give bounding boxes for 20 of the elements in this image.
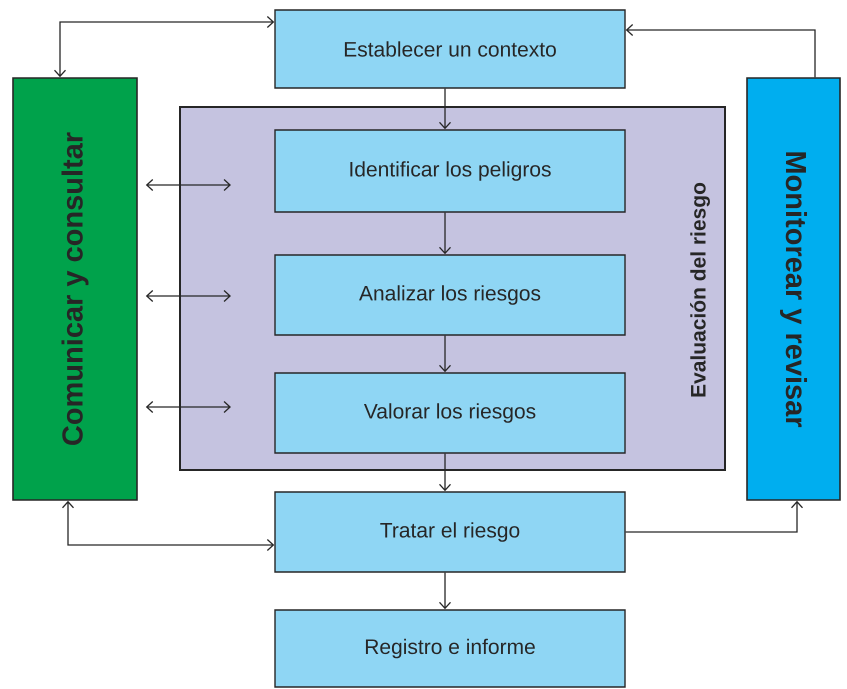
process-box: Identificar los peligros	[274, 129, 626, 213]
process-box: Analizar los riesgos	[274, 254, 626, 336]
process-box: Registro e informe	[274, 609, 626, 688]
arrow	[626, 500, 803, 533]
process-box: Tratar el riesgo	[274, 491, 626, 573]
arrow	[146, 290, 231, 302]
side-band: Monitorear y revisar	[746, 77, 841, 501]
arrow	[146, 179, 231, 191]
process-box: Establecer un contexto	[274, 9, 626, 89]
process-box: Valorar los riesgos	[274, 372, 626, 454]
arrow	[439, 454, 451, 492]
arrow	[54, 16, 274, 78]
side-band: Comunicar y consultar	[12, 77, 138, 501]
arrow	[626, 24, 816, 78]
arrow	[439, 88, 451, 130]
arrow	[439, 212, 451, 254]
arrow	[62, 500, 274, 551]
arrow	[439, 336, 451, 372]
arrow	[146, 401, 231, 413]
arrow	[439, 572, 451, 610]
